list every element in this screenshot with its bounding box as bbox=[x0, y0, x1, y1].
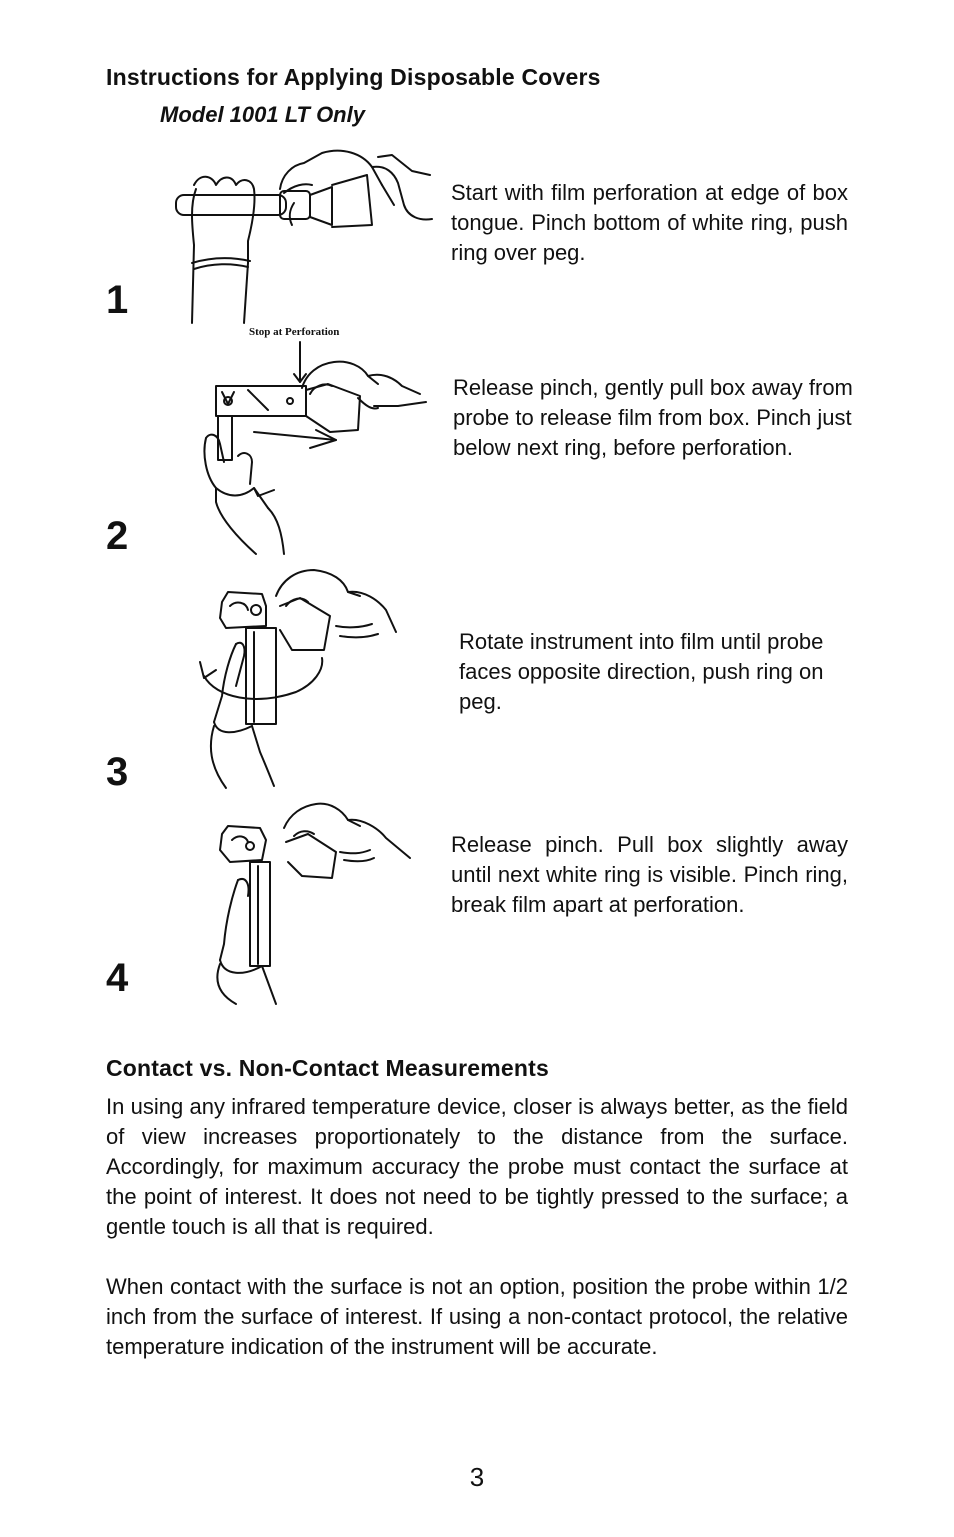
section-heading-contact: Contact vs. Non-Contact Measurements bbox=[106, 1055, 549, 1081]
hand-pinch-ring-illustration bbox=[172, 145, 434, 325]
stop-at-perforation-label: Stop at Perforation bbox=[249, 326, 340, 338]
step-2-text: Release pinch, gently pull box away from… bbox=[453, 375, 853, 460]
page-number: 3 bbox=[469, 1462, 485, 1492]
hand-pull-box-illustration bbox=[198, 358, 430, 558]
step-1-text: Start with film perforation at edge of b… bbox=[451, 180, 848, 265]
hand-rotate-instrument-illustration bbox=[196, 566, 406, 792]
step-number-4: 4 bbox=[106, 956, 129, 1000]
step-3-text: Rotate instrument into film until probe … bbox=[459, 629, 824, 714]
page-title: Instructions for Applying Disposable Cov… bbox=[106, 64, 601, 90]
hand-break-film-illustration bbox=[210, 800, 420, 1006]
step-number-2: 2 bbox=[106, 514, 129, 558]
paragraph-contact-2: When contact with the surface is not an … bbox=[106, 1274, 848, 1359]
paragraph-contact-1: In using any infrared temperature device… bbox=[106, 1094, 848, 1239]
step-4-text: Release pinch. Pull box slightly away un… bbox=[451, 832, 848, 917]
step-number-3: 3 bbox=[106, 750, 129, 794]
step-number-1: 1 bbox=[106, 278, 129, 322]
arrow-down-icon bbox=[290, 340, 310, 386]
page-subtitle: Model 1001 LT Only bbox=[160, 102, 365, 127]
